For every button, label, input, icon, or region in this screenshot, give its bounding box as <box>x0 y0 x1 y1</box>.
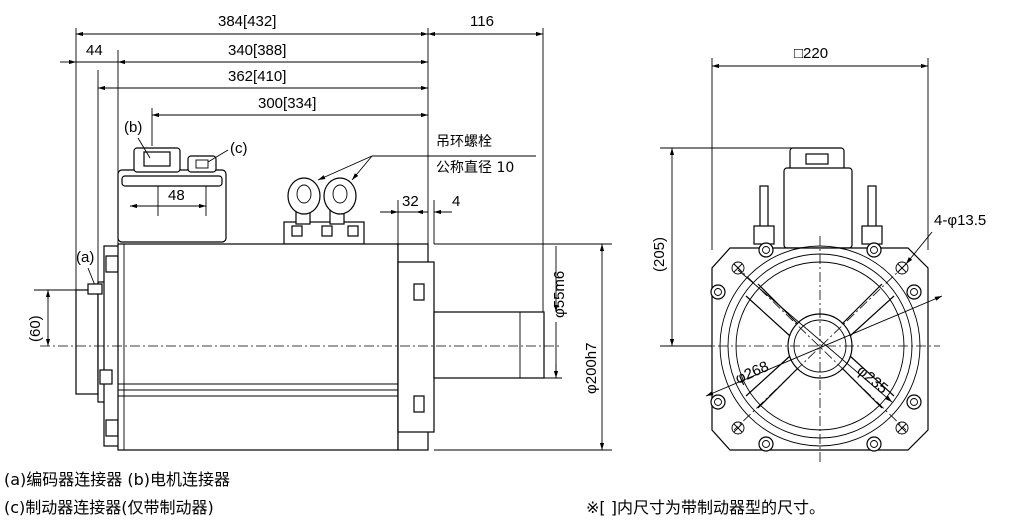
dim-body-length: 340[388] <box>228 42 286 59</box>
dim-4: 4 <box>452 193 460 210</box>
dim-48: 48 <box>168 187 185 204</box>
legend-line-2: (c)制动器连接器(仅带制动器) <box>4 498 214 517</box>
dim-44: 44 <box>86 42 103 59</box>
dim-362: 362[410] <box>228 68 286 85</box>
dim-shaft-length: 116 <box>470 13 494 30</box>
side-view: □220 (205) <box>651 45 986 462</box>
dim-shaft-dia: φ55m6 <box>551 271 568 318</box>
bolt-holes <box>710 242 922 452</box>
label-b: (b) <box>124 119 142 136</box>
dim-square: □220 <box>794 45 828 62</box>
eyebolt-label-2: 公称直径 10 <box>436 159 514 176</box>
dim-holes: 4-φ13.5 <box>934 212 986 229</box>
label-a: (a) <box>76 249 94 266</box>
dim-flange-dia: φ200h7 <box>583 343 600 394</box>
label-c: (c) <box>230 140 248 157</box>
front-view: 384[432] 116 44 340[388] 362[410] 300[33… <box>27 13 612 451</box>
eyebolt-label-1: 吊环螺栓 <box>436 134 492 150</box>
eyebolt <box>283 177 365 245</box>
dim-total-length: 384[432] <box>218 13 276 30</box>
legend-line-1: (a)编码器连接器 (b)电机连接器 <box>4 470 231 489</box>
dim-60: (60) <box>27 315 44 342</box>
dim-32: 32 <box>402 193 419 210</box>
dim-300: 300[334] <box>258 95 316 112</box>
dim-205: (205) <box>651 237 668 272</box>
note-bracket-dims: ※[ ]内尺寸为带制动器型的尺寸。 <box>586 498 825 517</box>
